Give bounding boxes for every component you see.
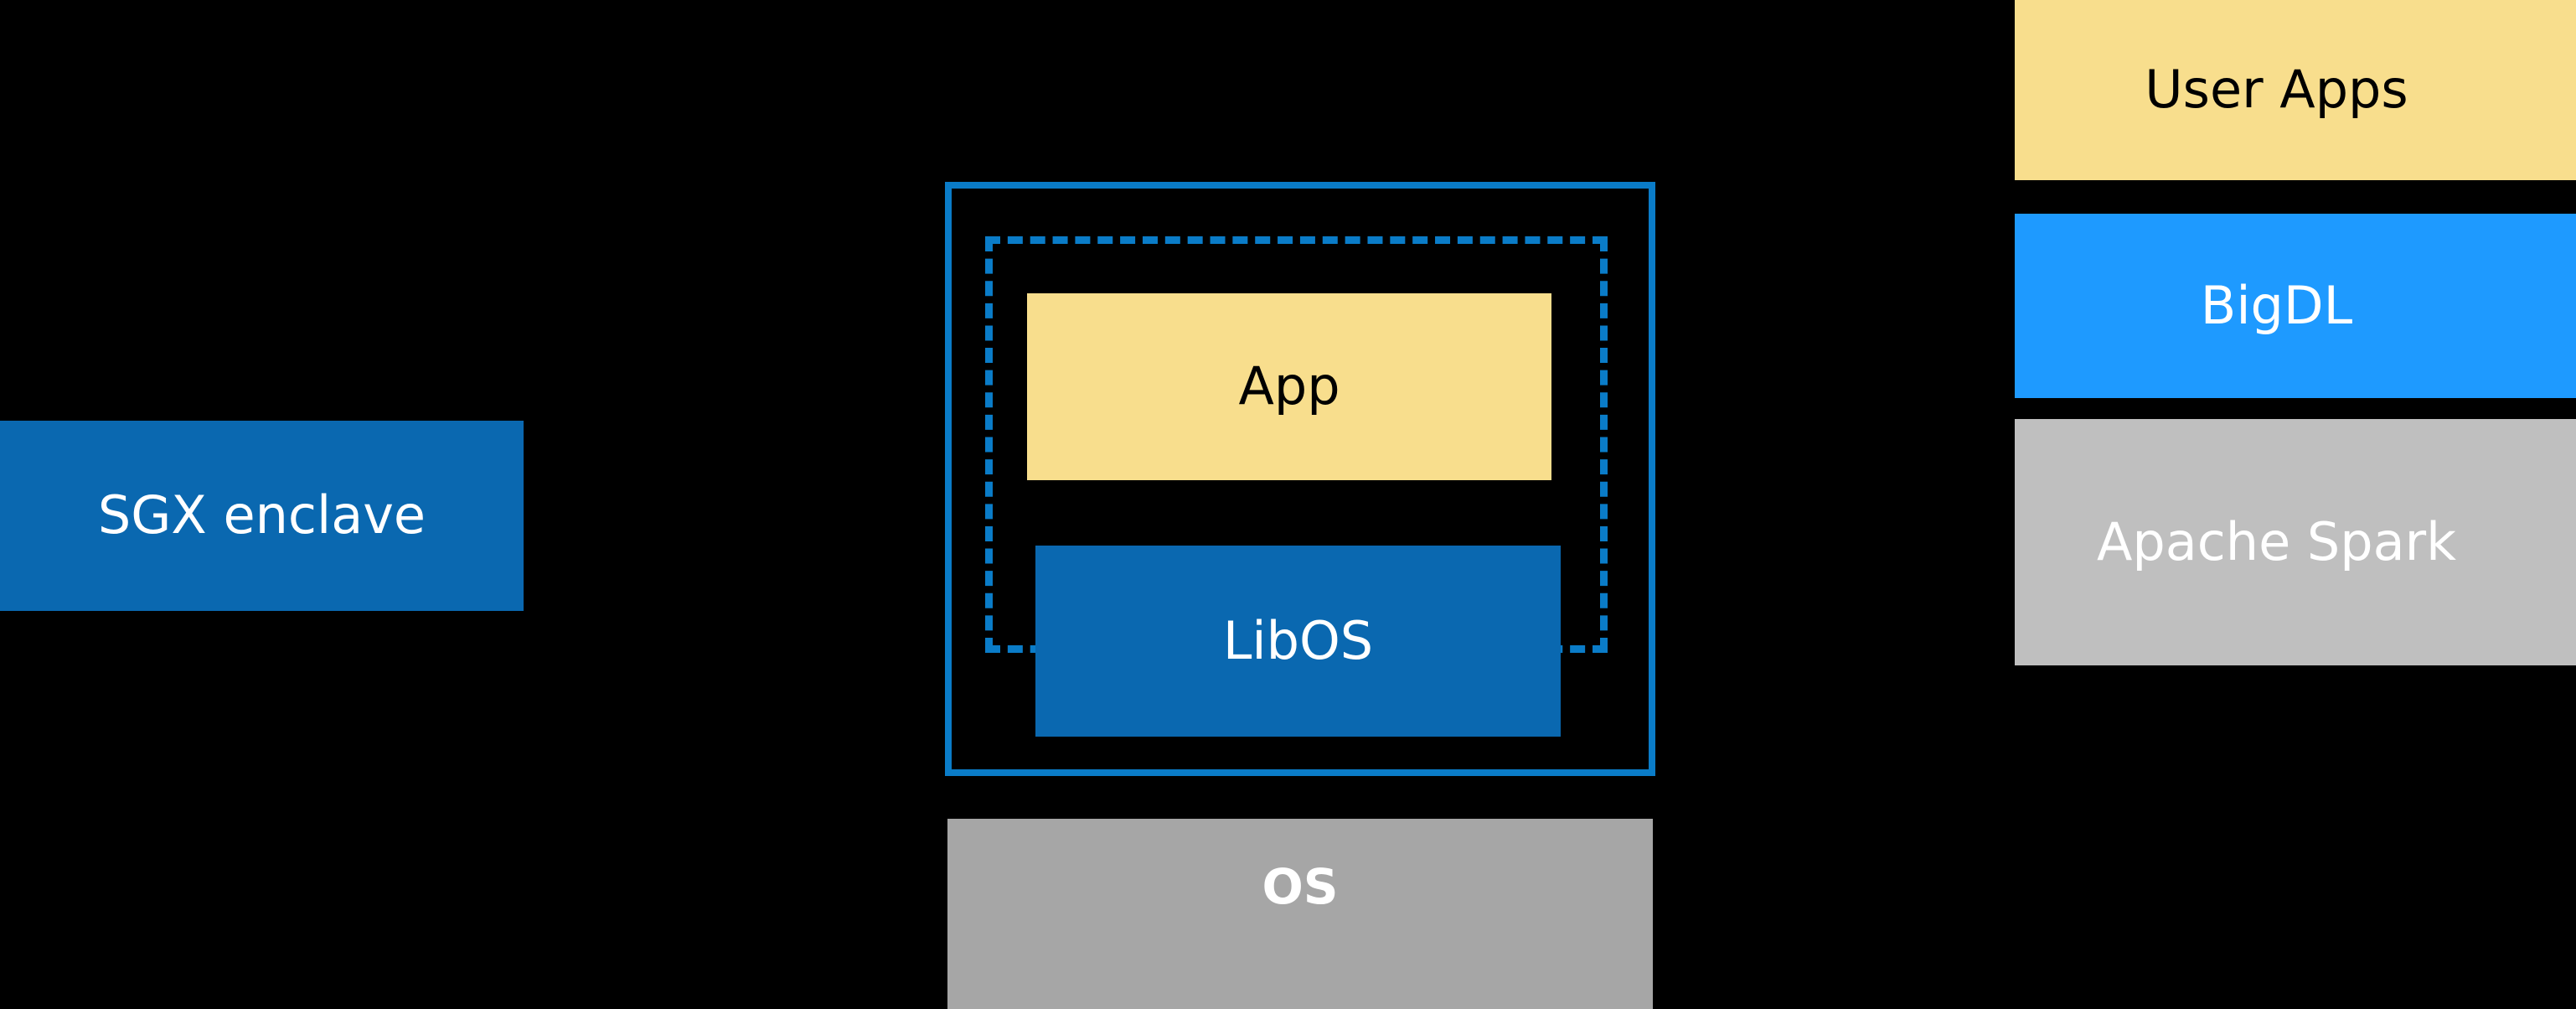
bigdl-box: BigDL — [2015, 214, 2576, 398]
user-apps-box: User Apps — [2015, 0, 2576, 180]
os-label: OS — [1262, 858, 1339, 915]
apache-spark-label: Apache Spark — [2096, 510, 2457, 572]
sgx-enclave-label: SGX enclave — [97, 484, 426, 546]
app-box: App — [1027, 293, 1551, 480]
connector-sgx-to-enclave — [524, 508, 945, 523]
apache-spark-box: Apache Spark — [2015, 419, 2576, 665]
os-box: OS — [947, 819, 1653, 1009]
app-label: App — [1238, 355, 1340, 417]
libos-box: LibOS — [1035, 546, 1561, 737]
user-apps-label: User Apps — [2145, 59, 2408, 121]
bigdl-label: BigDL — [2200, 274, 2353, 336]
enclave-container-box — [945, 182, 1655, 776]
libos-label: LibOS — [1222, 609, 1374, 671]
sgx-enclave-box: SGX enclave — [0, 421, 524, 611]
